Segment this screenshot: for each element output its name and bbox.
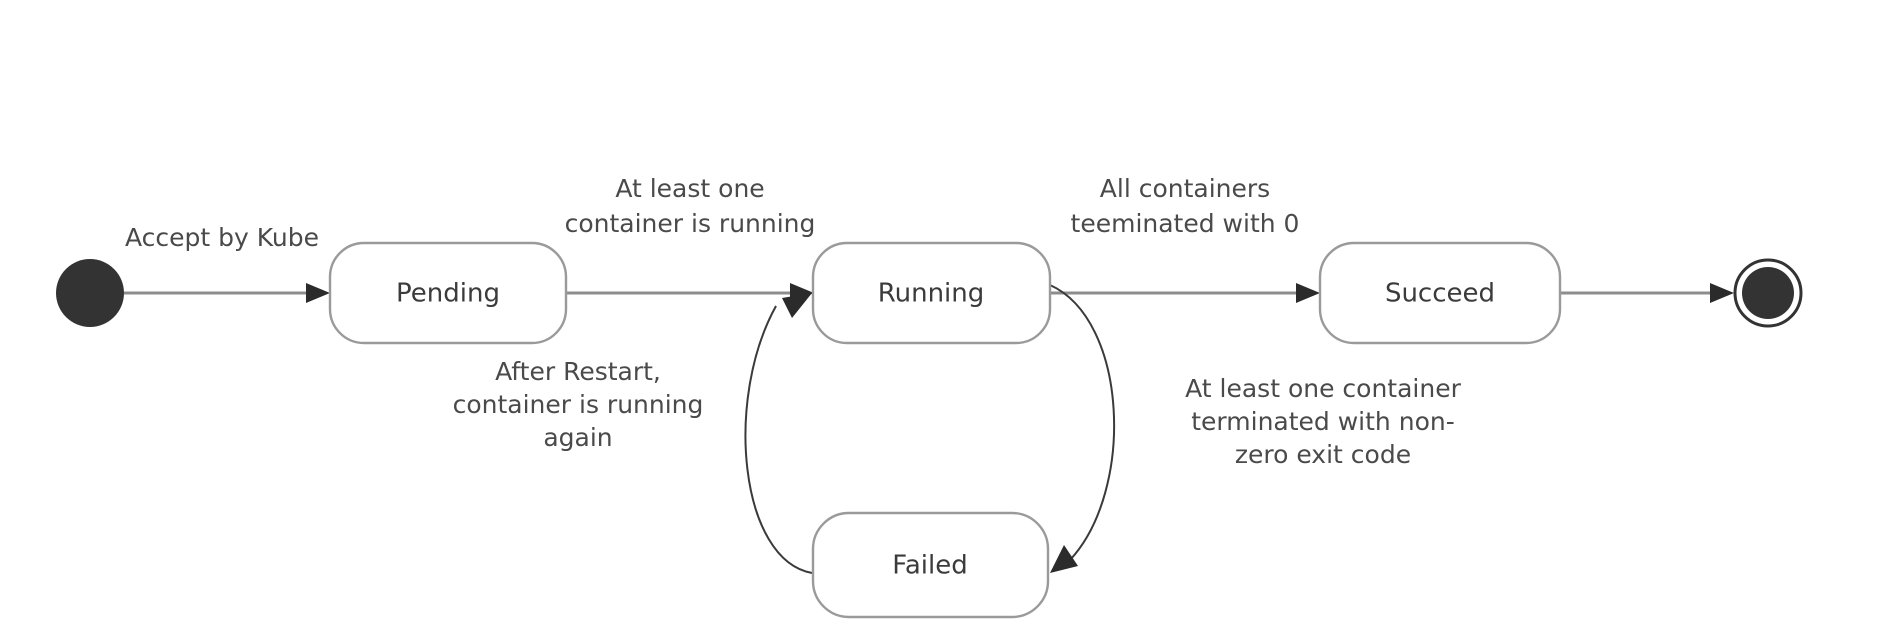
edge-label-line: After Restart, — [495, 357, 661, 386]
running-state-shape[interactable] — [811, 241, 1052, 345]
arrowhead-succeed-to-end — [1710, 283, 1734, 303]
edge-label-line: terminated with non- — [1191, 407, 1454, 436]
edge-label-line: At least one container — [1185, 374, 1461, 403]
running-state-label: Running — [878, 279, 985, 309]
node-state-pending[interactable]: Pending — [328, 241, 568, 345]
node-final-state[interactable] — [1733, 258, 1803, 328]
pending-state-shape[interactable] — [328, 241, 568, 345]
succeed-state-shape[interactable] — [1318, 241, 1562, 345]
pending-state-label: Pending — [396, 279, 500, 309]
node-state-failed[interactable]: Failed — [811, 511, 1050, 619]
node-state-succeed[interactable]: Succeed — [1318, 241, 1562, 345]
edge-label-failed-to-running: After Restart, container is running agai… — [453, 357, 704, 452]
edge-start-to-pending — [124, 283, 330, 303]
edge-running-to-failed — [1049, 284, 1116, 573]
node-start-state[interactable] — [56, 259, 124, 327]
edge-curve-running-to-failed — [1049, 284, 1116, 561]
failed-state-shape[interactable] — [811, 511, 1050, 619]
edge-label-running-to-succeed: All containers teeminated with 0 — [1071, 174, 1300, 238]
arrowhead-running-to-succeed — [1296, 283, 1320, 303]
edge-failed-to-running — [744, 293, 813, 574]
edge-label-line: container is running — [565, 209, 816, 238]
edge-label-line: zero exit code — [1235, 440, 1411, 469]
edge-label-line: Accept by Kube — [125, 223, 319, 252]
edge-curve-failed-to-running — [744, 305, 813, 574]
arrowhead-start-to-pending — [306, 283, 330, 303]
failed-state-label: Failed — [892, 551, 967, 581]
node-state-running[interactable]: Running — [811, 241, 1052, 345]
final-state-outer-ring[interactable] — [1733, 258, 1803, 328]
edge-label-line: At least one — [615, 174, 764, 203]
edge-label-line: All containers — [1100, 174, 1270, 203]
edge-label-start-to-pending: Accept by Kube — [125, 223, 319, 252]
start-state-circle[interactable] — [56, 259, 124, 327]
final-state-inner-circle[interactable] — [1742, 267, 1794, 319]
edge-label-running-to-failed: At least one container terminated with n… — [1185, 374, 1461, 469]
edge-pending-to-running — [566, 283, 814, 303]
edge-label-pending-to-running: At least one container is running — [565, 174, 816, 238]
edge-label-line: container is running — [453, 390, 704, 419]
arrowhead-running-to-failed — [1050, 545, 1078, 573]
edge-succeed-to-end — [1560, 283, 1734, 303]
arrowhead-failed-to-running — [782, 293, 812, 318]
edge-label-line: again — [543, 423, 612, 452]
edge-running-to-succeed — [1050, 283, 1320, 303]
succeed-state-label: Succeed — [1385, 279, 1495, 309]
edge-label-line: teeminated with 0 — [1071, 209, 1300, 238]
